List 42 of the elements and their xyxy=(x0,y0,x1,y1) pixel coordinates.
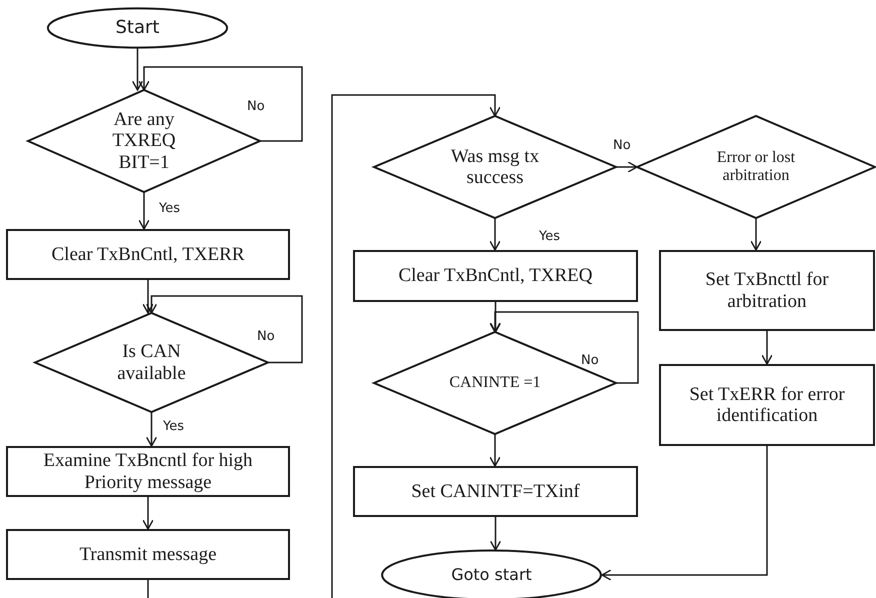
flow-arrow xyxy=(142,280,154,314)
flow-arrow xyxy=(489,311,639,384)
flow-arrow xyxy=(489,218,501,251)
node-label: Clear TxBnCntl, TXERR xyxy=(52,244,244,266)
node-label: Error or lost arbitration xyxy=(716,149,796,185)
flow-arrow xyxy=(616,161,638,173)
node-label: Is CAN available xyxy=(116,341,187,384)
flow-arrow xyxy=(142,497,154,530)
decision-diamond xyxy=(374,332,616,434)
terminal-oval xyxy=(47,8,228,48)
flow-arrow xyxy=(132,48,144,91)
flow-arrow xyxy=(761,331,773,365)
node-label: Clear TxBnCntl, TXREQ xyxy=(398,265,593,287)
node-label: Start xyxy=(116,18,160,38)
flow-arrow xyxy=(331,94,501,598)
flow-arrow xyxy=(138,66,303,142)
process-box xyxy=(659,250,875,331)
flow-arrow xyxy=(489,434,501,467)
process-box xyxy=(353,250,638,302)
flow-arrow xyxy=(146,412,158,447)
flow-arrow xyxy=(601,446,768,581)
node-label: Transmit message xyxy=(79,544,217,566)
node-label: Are any TXREQ BIT=1 xyxy=(111,109,177,173)
process-box xyxy=(6,529,290,580)
flow-arrow xyxy=(146,295,303,364)
flow-arrow xyxy=(490,302,502,333)
node-label: Goto start xyxy=(451,566,532,584)
process-box xyxy=(6,229,290,280)
flow-arrow xyxy=(490,517,502,551)
node-label: Set TxBncttl for arbitration xyxy=(704,269,830,312)
flow-arrow xyxy=(750,218,762,251)
process-box xyxy=(353,466,638,517)
node-label: CANINTE =1 xyxy=(449,374,541,392)
node-label: Examine TxBncntl for high Priority message xyxy=(42,450,254,493)
process-box xyxy=(6,446,290,497)
process-box xyxy=(659,364,875,446)
decision-diamond xyxy=(374,116,616,218)
node-label: Set CANINTF=TXinf xyxy=(411,480,580,502)
flow-arrow xyxy=(138,192,150,230)
decision-diamond xyxy=(637,116,875,218)
node-label: Was msg tx success xyxy=(450,146,540,188)
node-label: Set TxERR for error identification xyxy=(688,384,846,426)
